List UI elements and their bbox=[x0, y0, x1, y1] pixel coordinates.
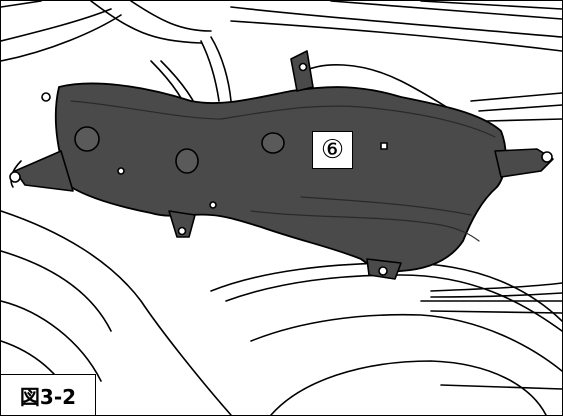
figure-caption: 図3-2 bbox=[1, 374, 96, 415]
heat-shield-panel bbox=[9, 50, 554, 280]
part-number-callout: ⑥ bbox=[312, 131, 353, 169]
